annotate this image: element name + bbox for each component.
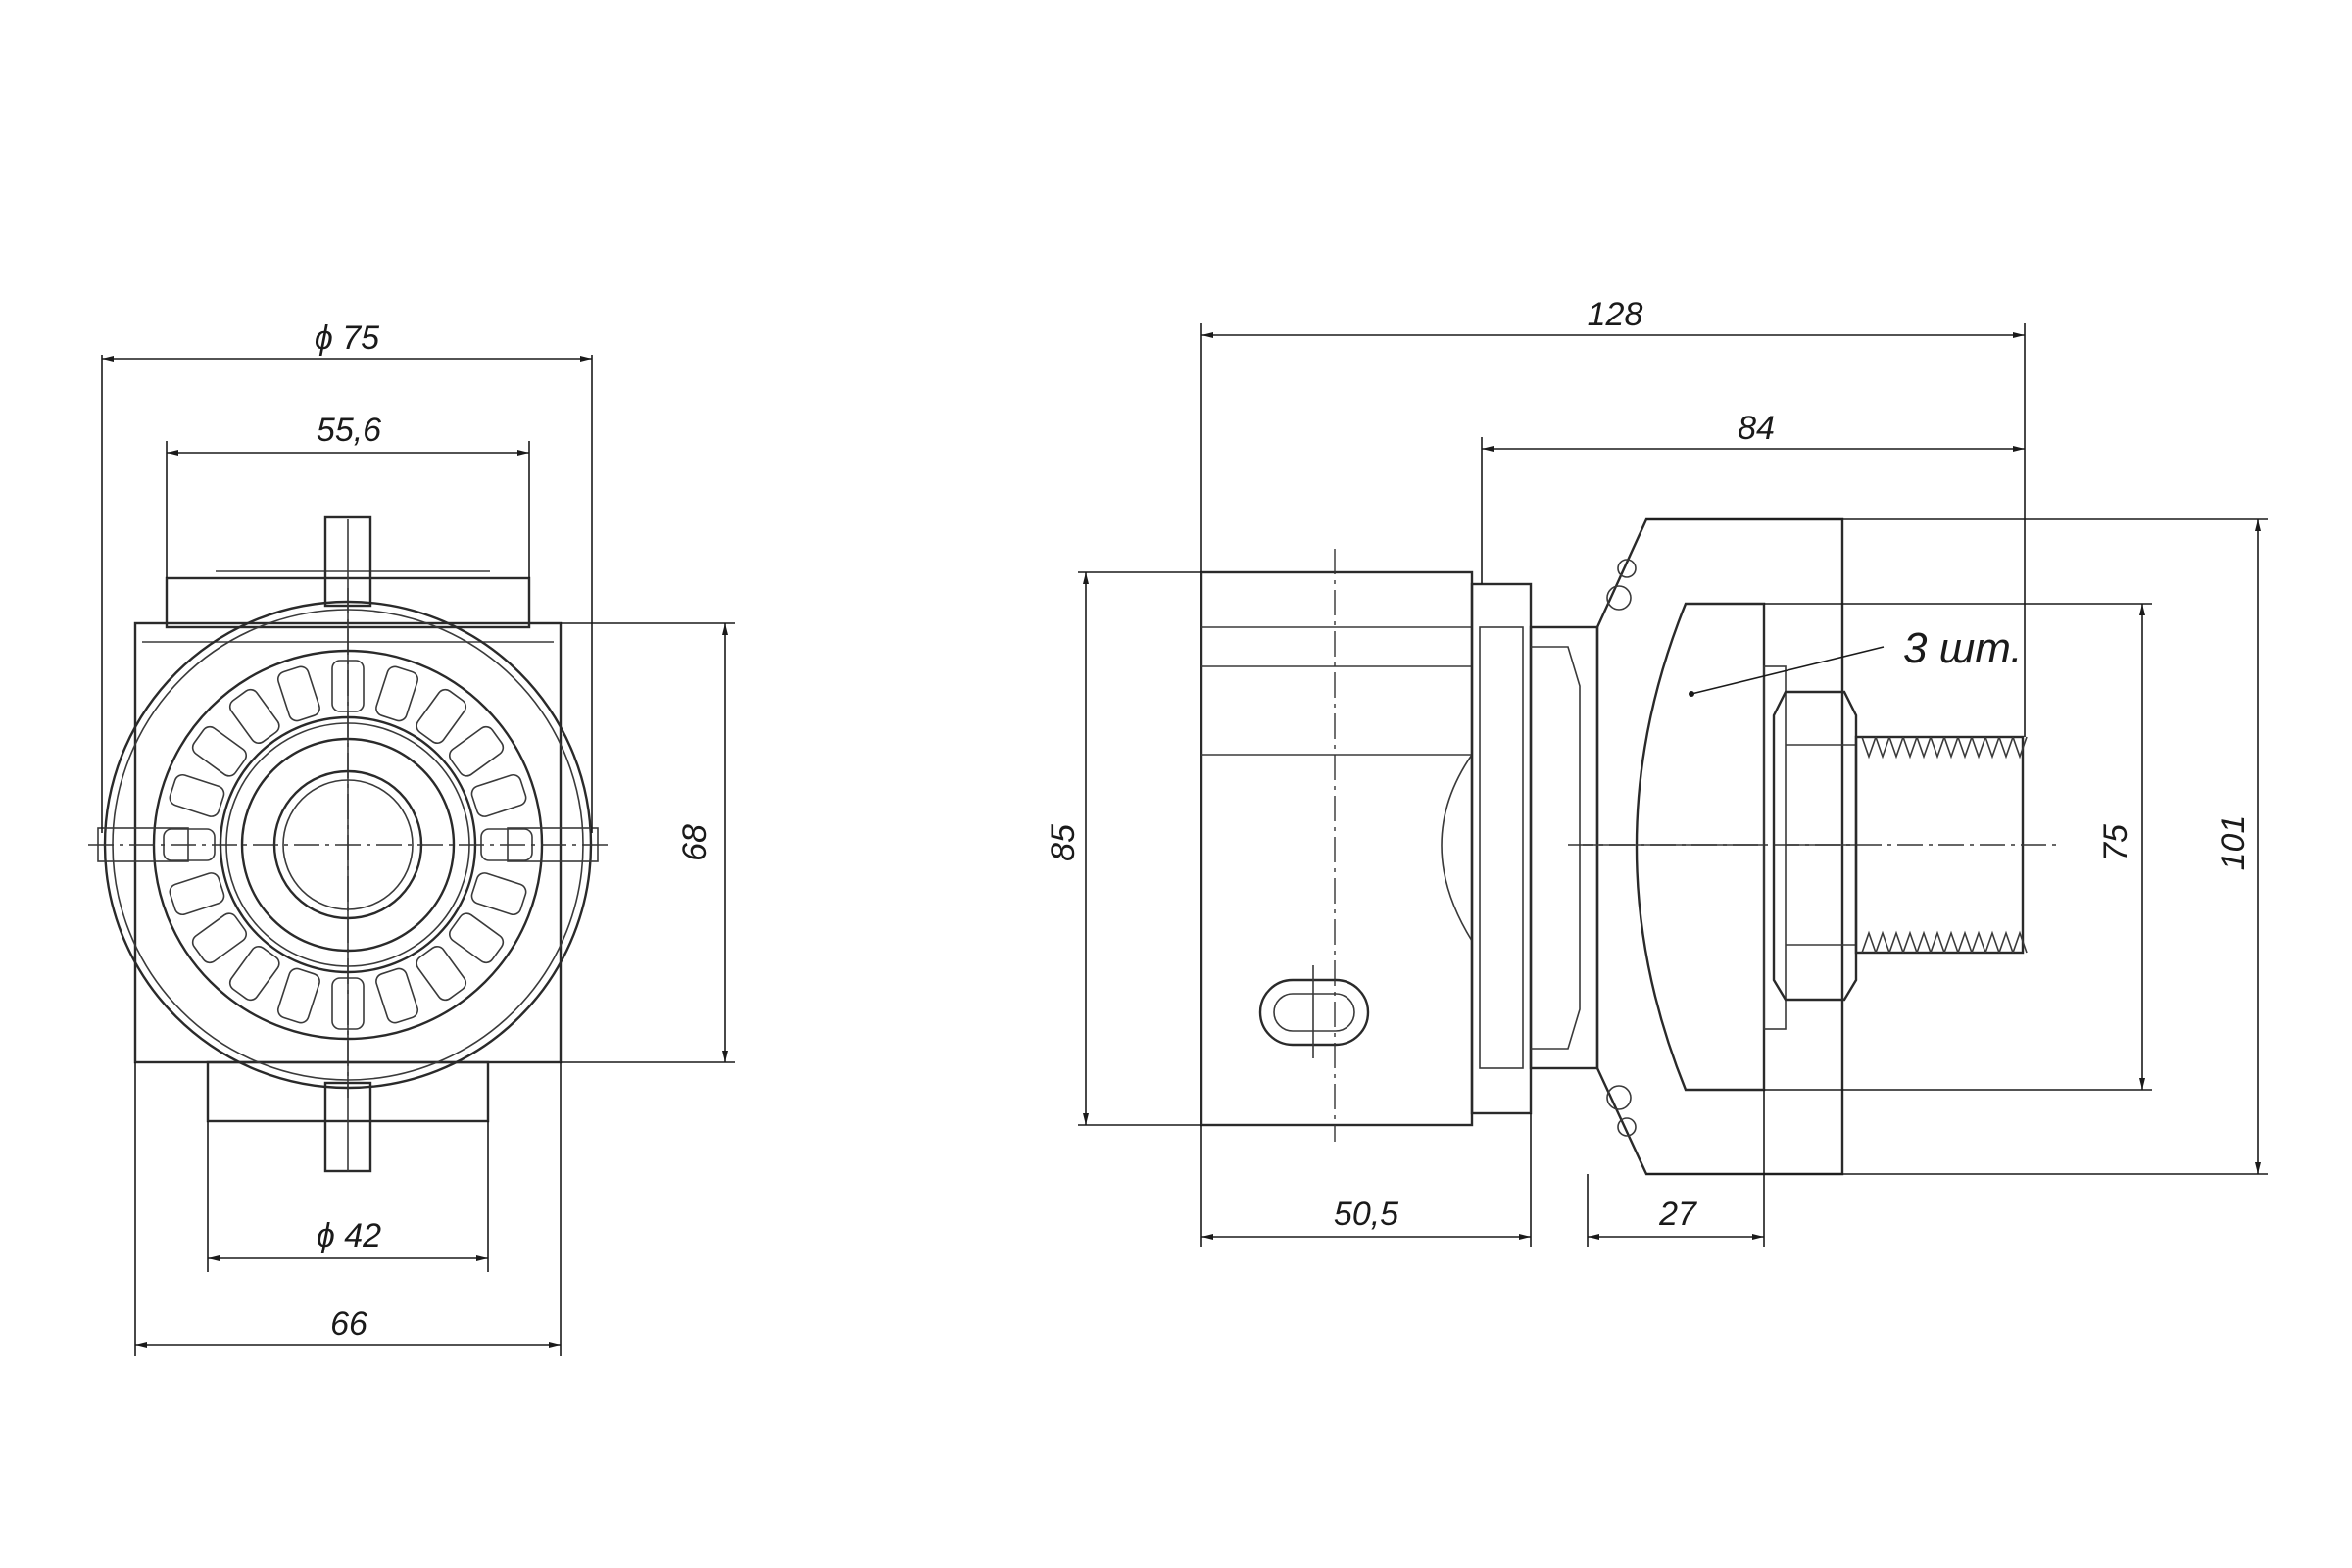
dim-sleeve-height: 85 xyxy=(1045,824,1082,861)
dim-total-length: 128 xyxy=(1588,296,1643,333)
rib xyxy=(375,665,419,722)
thread-tooth xyxy=(1875,736,1890,954)
dim-sleeve-length: 50,5 xyxy=(1334,1196,1398,1233)
thread-tooth xyxy=(1943,736,1959,954)
rib xyxy=(470,872,527,916)
rib xyxy=(169,872,225,916)
rib xyxy=(191,725,248,777)
rib xyxy=(448,725,505,777)
dim-base-width: 66 xyxy=(330,1305,368,1343)
rib xyxy=(448,912,505,964)
front-dimensions: ϕ 75 55,6 68 ϕ 42 66 xyxy=(101,319,735,1356)
rib xyxy=(276,967,320,1024)
dim-body-length: 84 xyxy=(1738,410,1775,447)
dim-outer-diameter: ϕ 75 xyxy=(315,319,379,357)
quantity-note: 3 шт. xyxy=(1903,624,2023,672)
dim-total-height: 101 xyxy=(2215,815,2252,871)
rib xyxy=(416,688,467,745)
sleeve xyxy=(1200,570,1474,1127)
dim-height: 68 xyxy=(676,824,713,861)
thread-tooth xyxy=(1916,736,1932,954)
rib xyxy=(375,967,419,1024)
thread-tooth xyxy=(1957,736,1973,954)
dim-port-diameter: ϕ 42 xyxy=(317,1217,381,1254)
rib xyxy=(276,665,320,722)
thread-tooth xyxy=(1971,736,1986,954)
thread-tooth xyxy=(1888,736,1904,954)
dim-flange-length: 27 xyxy=(1658,1196,1697,1233)
front-view xyxy=(88,515,608,1173)
rib xyxy=(169,773,225,817)
clip xyxy=(1258,965,1370,1058)
dome xyxy=(1635,602,1766,1092)
adapter-block xyxy=(1470,582,1533,1115)
thread-tooth xyxy=(1902,736,1918,954)
thread-tooth xyxy=(1861,736,1877,954)
side-dimensions: 128 84 85 75 101 50,5 27 xyxy=(1045,296,2268,1247)
thread-tooth xyxy=(1984,736,2000,954)
mounting-flange xyxy=(1595,517,1844,1176)
dim-inner-width: 55,6 xyxy=(317,412,381,449)
dim-flange-height: 75 xyxy=(2097,824,2134,861)
thread-tooth xyxy=(2012,736,2028,954)
hex-nut xyxy=(1772,690,1858,1002)
side-view: 3 шт. xyxy=(1200,517,2058,1176)
thread-tooth xyxy=(1930,736,1945,954)
rib xyxy=(228,688,280,745)
rib xyxy=(416,945,467,1002)
mid-body xyxy=(1529,625,1599,1070)
thread-tooth xyxy=(1998,736,2014,954)
rib xyxy=(228,945,280,1002)
pipe-threads xyxy=(1861,736,2028,954)
rib xyxy=(191,912,248,964)
rib xyxy=(470,773,527,817)
